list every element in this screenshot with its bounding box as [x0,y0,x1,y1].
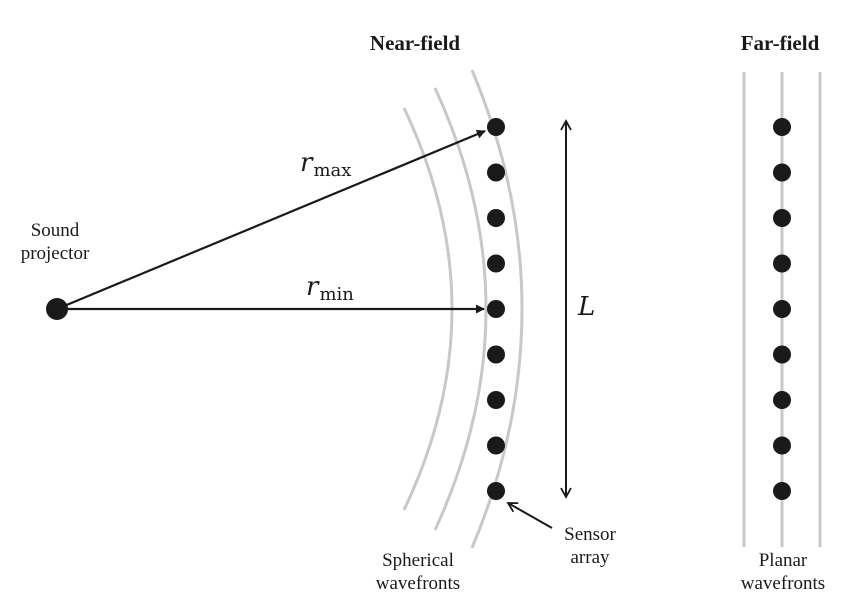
near-field-title: Near-field [369,31,461,55]
near-field-sensor [487,391,505,409]
range-rays [56,129,486,314]
r-max-ray [56,129,486,311]
r-max-label: rmax [300,148,351,182]
near-field-sensor-array [487,118,505,500]
sensor-array-label-line-2: array [570,546,610,568]
planar-wavefronts-label-line-1: Planar [758,550,808,571]
far-field-sensor [773,254,791,273]
far-field-sensor [773,300,791,318]
spherical-wavefronts-label-line-1: Spherical [382,550,454,571]
far-field-sensor [773,209,791,227]
far-field-sensor [773,163,791,182]
sensor-array-label: Sensor array [545,524,635,570]
r-min-subscript: min [319,284,354,305]
near-field-sensor [487,209,505,227]
near-field-sensor [487,482,505,500]
planar-wavefronts-label-line-2: wavefronts [740,572,826,594]
far-field-title: Far-field [740,31,820,55]
far-field-sensor [773,482,791,500]
spherical-wavefronts-label-line-2: wavefronts [375,572,461,594]
spherical-wavefront [433,87,488,531]
near-field-sensor [487,118,505,136]
r-max-symbol: r [300,148,313,178]
sound-projector-label-line-2: projector [20,242,90,264]
far-field-sensor-array [773,118,791,500]
sound-projector-dot [46,298,68,320]
sensor-array-label-line-1: Sensor [564,524,616,545]
sensor-array-pointer-arrow [506,502,553,529]
length-label: L [578,292,596,322]
near-field-sensor [487,163,505,182]
spherical-wavefronts-label: Spherical wavefronts [358,550,478,596]
near-field-sensor [487,436,505,455]
r-min-symbol: r [306,272,319,302]
sound-projector-label: Sound projector [0,220,110,266]
sound-projector-label-line-1: Sound [30,220,80,241]
near-field-sensor [487,300,505,318]
planar-wavefronts-label: Planar wavefronts [725,550,841,596]
far-field-sensor [773,391,791,409]
far-field-sensor [773,118,791,136]
near-field-sensor [487,254,505,273]
far-field-sensor [773,436,791,455]
r-min-label: rmin [306,272,354,306]
r-max-subscript: max [313,160,352,181]
near-field-sensor [487,345,505,364]
far-field-sensor [773,345,791,364]
